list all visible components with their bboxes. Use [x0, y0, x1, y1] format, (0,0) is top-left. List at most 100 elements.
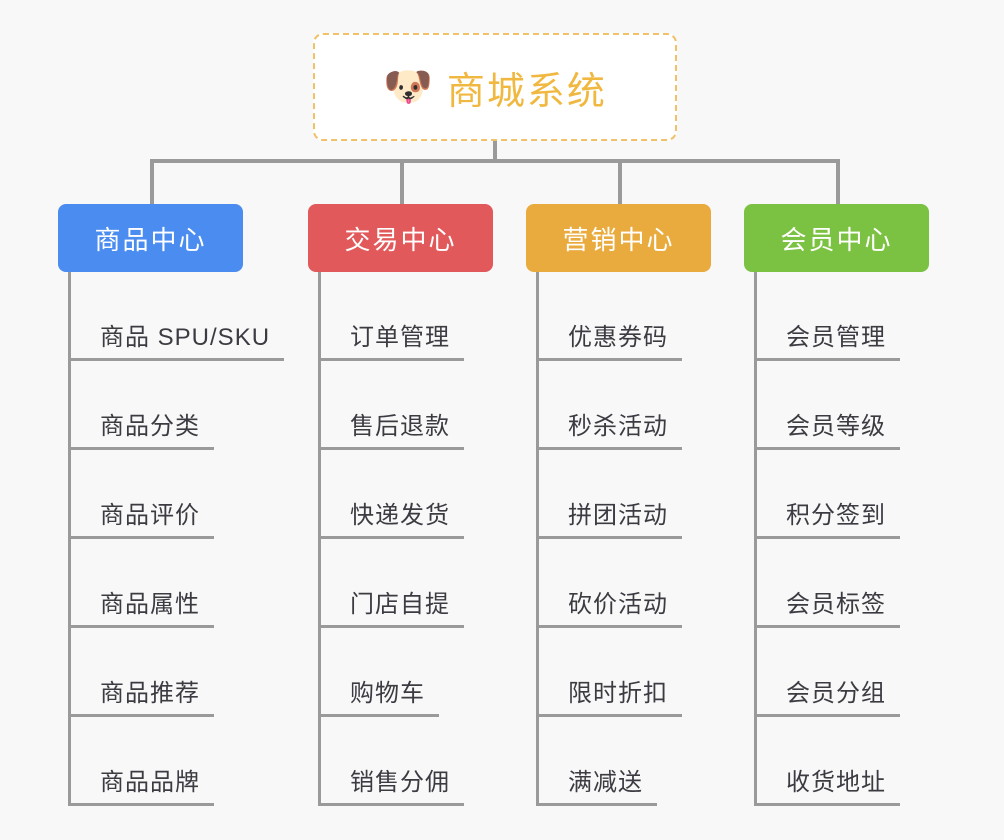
category-header-product[interactable]: 商品中心: [58, 204, 243, 272]
leaf-label: 积分签到: [786, 502, 886, 529]
category-header-marketing[interactable]: 营销中心: [526, 204, 711, 272]
leaf-list-marketing: 优惠券码 秒杀活动 拼团活动 砍价活动: [526, 272, 711, 806]
leaf-label: 购物车: [350, 680, 425, 707]
leaf-label: 砍价活动: [568, 591, 668, 618]
leaf-label: 会员等级: [786, 413, 886, 440]
list-item[interactable]: 限时折扣: [526, 628, 711, 717]
leaf-label: 商品属性: [100, 591, 200, 618]
category-column-product: 商品中心 商品 SPU/SKU 商品分类 商品评价: [58, 204, 285, 806]
leaf-underline: 购物车: [318, 673, 439, 717]
category-header-label: 会员中心: [780, 224, 893, 255]
list-item[interactable]: 积分签到: [744, 450, 929, 539]
category-column-trade: 交易中心 订单管理 售后退款 快递发货: [308, 204, 493, 806]
category-column-member: 会员中心 会员管理 会员等级 积分签到: [744, 204, 929, 806]
leaf-label: 商品推荐: [100, 680, 200, 707]
list-item[interactable]: 优惠券码: [526, 272, 711, 361]
category-header-label: 营销中心: [562, 224, 675, 255]
list-item[interactable]: 门店自提: [308, 539, 493, 628]
list-item[interactable]: 满减送: [526, 717, 711, 806]
leaf-label: 商品分类: [100, 413, 200, 440]
leaf-underline: 积分签到: [754, 495, 900, 539]
leaf-underline: 会员管理: [754, 317, 900, 361]
leaf-label: 售后退款: [350, 413, 450, 440]
list-item[interactable]: 拼团活动: [526, 450, 711, 539]
list-item[interactable]: 购物车: [308, 628, 493, 717]
category-header-member[interactable]: 会员中心: [744, 204, 929, 272]
list-item[interactable]: 商品属性: [58, 539, 243, 628]
leaf-label: 拼团活动: [568, 502, 668, 529]
leaf-label: 商品 SPU/SKU: [100, 324, 271, 351]
leaf-label: 秒杀活动: [568, 413, 668, 440]
list-item[interactable]: 订单管理: [308, 272, 493, 361]
list-item[interactable]: 商品分类: [58, 361, 243, 450]
leaf-label: 会员分组: [786, 680, 886, 707]
leaf-label: 商品评价: [100, 502, 200, 529]
leaf-underline: 商品属性: [68, 584, 214, 628]
leaf-trunk: [68, 272, 71, 361]
root-node[interactable]: 🐶 商城系统: [313, 33, 677, 141]
leaf-label: 订单管理: [350, 324, 450, 351]
category-header-trade[interactable]: 交易中心: [308, 204, 493, 272]
leaf-trunk: [536, 361, 539, 450]
leaf-underline: 满减送: [536, 762, 657, 806]
connector-drop-4: [836, 159, 840, 206]
leaf-trunk: [754, 361, 757, 450]
leaf-underline: 门店自提: [318, 584, 464, 628]
leaf-label: 会员管理: [786, 324, 886, 351]
leaf-underline: 快递发货: [318, 495, 464, 539]
connector-drop-2: [400, 159, 404, 206]
leaf-underline: 订单管理: [318, 317, 464, 361]
list-item[interactable]: 商品推荐: [58, 628, 243, 717]
leaf-trunk: [318, 628, 321, 717]
list-item[interactable]: 会员等级: [744, 361, 929, 450]
leaf-underline: 收货地址: [754, 762, 900, 806]
leaf-trunk: [754, 628, 757, 717]
leaf-list-member: 会员管理 会员等级 积分签到 会员标签: [744, 272, 929, 806]
leaf-trunk: [536, 272, 539, 361]
leaf-underline: 售后退款: [318, 406, 464, 450]
leaf-trunk: [318, 450, 321, 539]
leaf-underline: 商品评价: [68, 495, 214, 539]
leaf-trunk: [536, 539, 539, 628]
dog-face-icon: 🐶: [383, 65, 433, 109]
category-header-label: 商品中心: [94, 224, 207, 255]
leaf-underline: 拼团活动: [536, 495, 682, 539]
list-item[interactable]: 秒杀活动: [526, 361, 711, 450]
leaf-underline: 商品 SPU/SKU: [68, 317, 285, 361]
leaf-label: 快递发货: [350, 502, 450, 529]
list-item[interactable]: 砍价活动: [526, 539, 711, 628]
list-item[interactable]: 商品品牌: [58, 717, 243, 806]
leaf-label: 优惠券码: [568, 324, 668, 351]
leaf-label: 收货地址: [786, 769, 886, 796]
leaf-underline: 商品品牌: [68, 762, 214, 806]
root-title: 商城系统: [446, 70, 607, 113]
leaf-list-product: 商品 SPU/SKU 商品分类 商品评价 商品属性: [58, 272, 285, 806]
connector-root-stem: [493, 141, 497, 163]
leaf-label: 会员标签: [786, 591, 886, 618]
leaf-trunk: [536, 450, 539, 539]
leaf-label: 销售分佣: [350, 769, 450, 796]
list-item[interactable]: 商品评价: [58, 450, 243, 539]
leaf-trunk: [318, 361, 321, 450]
list-item[interactable]: 收货地址: [744, 717, 929, 806]
leaf-trunk: [754, 717, 757, 806]
leaf-underline: 砍价活动: [536, 584, 682, 628]
leaf-trunk: [318, 272, 321, 361]
list-item[interactable]: 会员分组: [744, 628, 929, 717]
leaf-underline: 商品分类: [68, 406, 214, 450]
leaf-label: 限时折扣: [568, 680, 668, 707]
leaf-label: 满减送: [568, 769, 643, 796]
leaf-trunk: [754, 539, 757, 628]
category-column-marketing: 营销中心 优惠券码 秒杀活动 拼团活动: [526, 204, 711, 806]
leaf-label: 门店自提: [350, 591, 450, 618]
list-item[interactable]: 快递发货: [308, 450, 493, 539]
list-item[interactable]: 销售分佣: [308, 717, 493, 806]
leaf-trunk: [754, 272, 757, 361]
list-item[interactable]: 售后退款: [308, 361, 493, 450]
leaf-trunk: [68, 717, 71, 806]
list-item[interactable]: 会员管理: [744, 272, 929, 361]
list-item[interactable]: 商品 SPU/SKU: [58, 272, 285, 361]
leaf-underline: 会员分组: [754, 673, 900, 717]
list-item[interactable]: 会员标签: [744, 539, 929, 628]
